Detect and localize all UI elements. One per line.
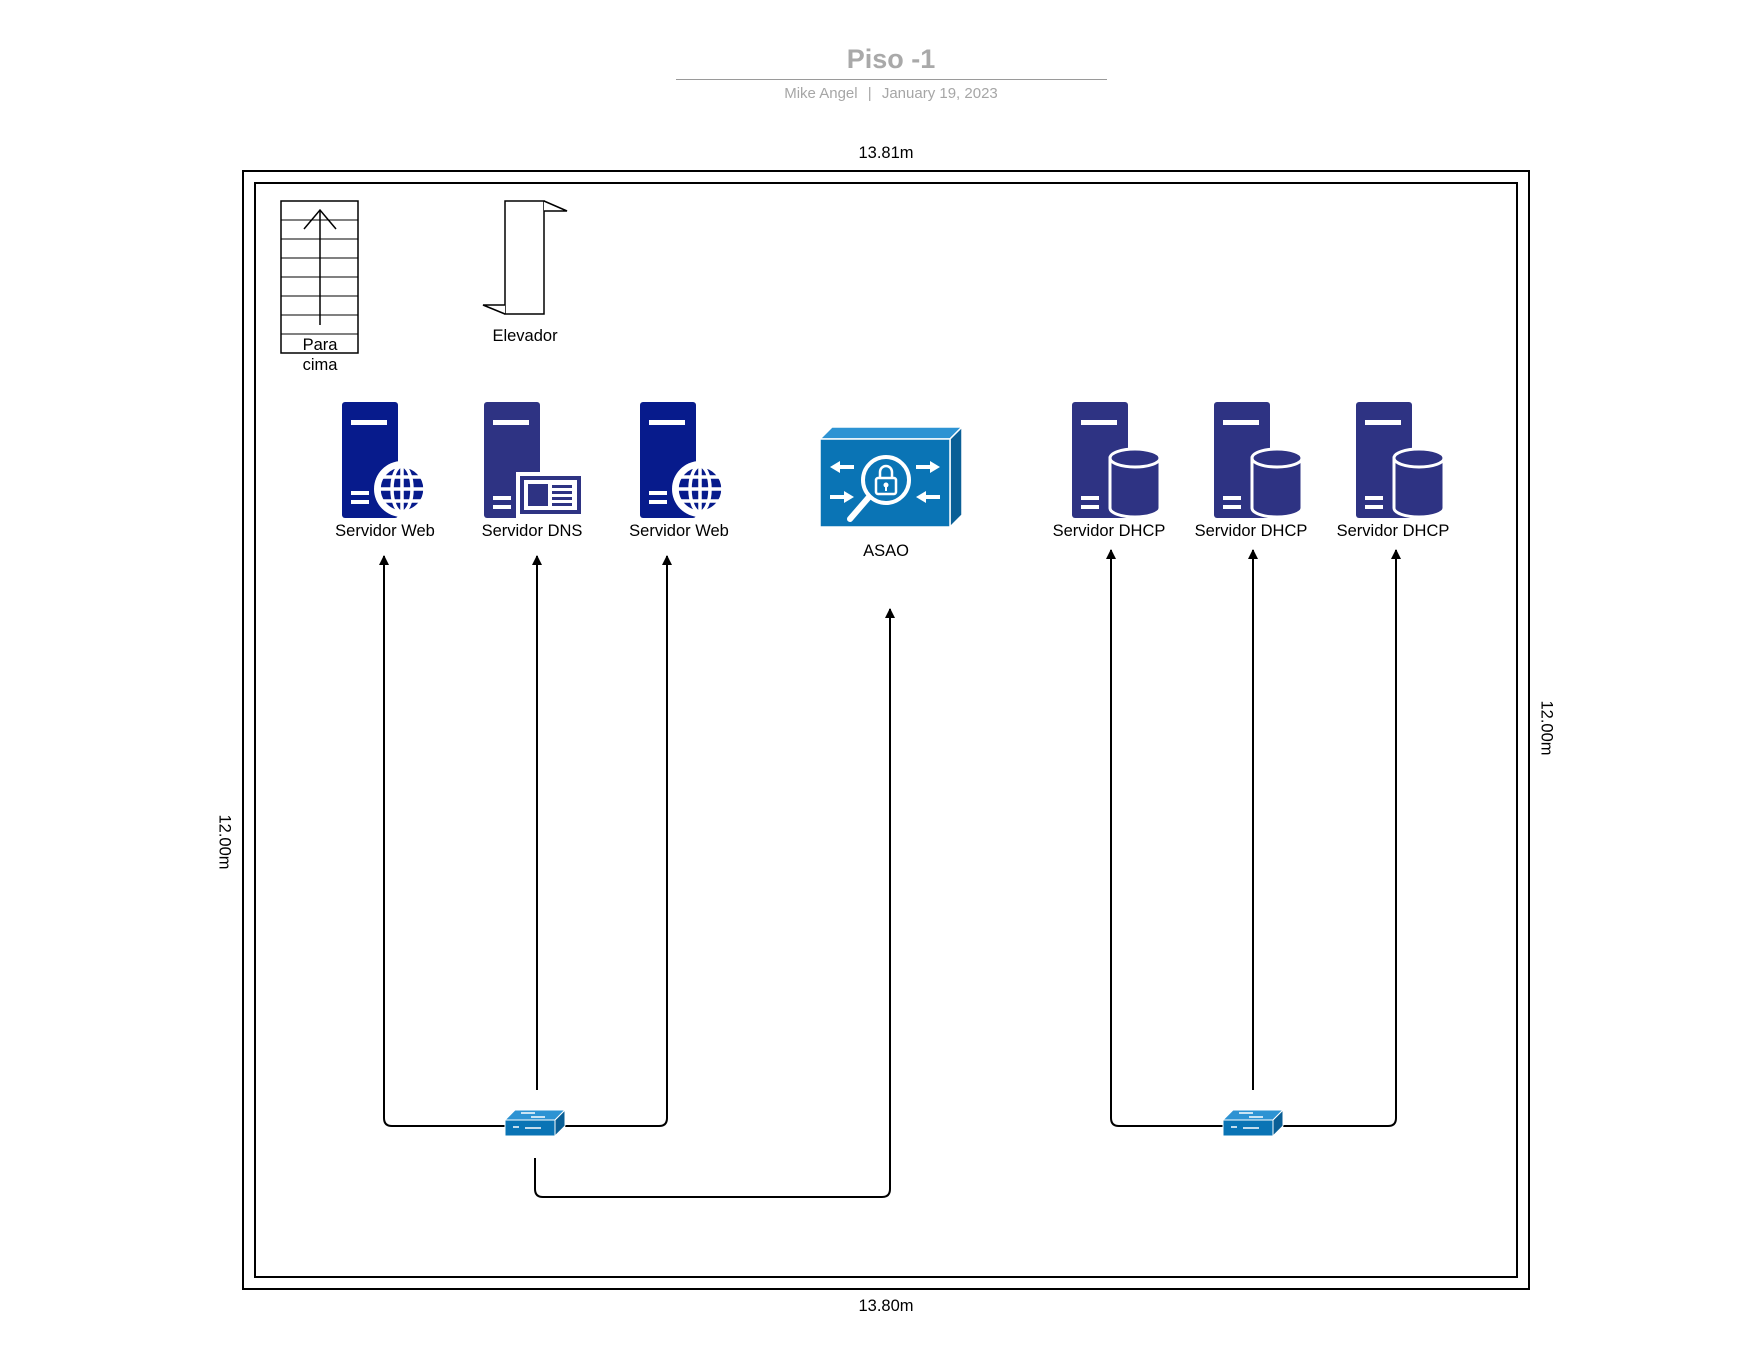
inner-wall [254, 182, 1518, 1278]
link-switch1-web2 [565, 555, 672, 1127]
title-underline [676, 79, 1107, 80]
device-label-web1: Servidor Web [335, 522, 435, 540]
stairs-label-line1: Para [302, 336, 338, 354]
dimension-bottom: 13.80m [858, 1297, 914, 1315]
database-server-icon [1072, 402, 1162, 519]
dimension-top: 13.81m [858, 144, 914, 162]
author: Mike Angel [784, 85, 858, 102]
stairs-label-line2: cima [302, 356, 338, 374]
device-label-web2: Servidor Web [629, 522, 729, 540]
link-switch2-dhcp3 [1283, 549, 1401, 1127]
document-meta: Mike Angel | January 19, 2023 [676, 85, 1106, 102]
link-switch1-web1 [379, 555, 505, 1127]
device-label-dns: Servidor DNS [481, 522, 583, 540]
stairs [280, 200, 359, 354]
device-label-dhcp1: Servidor DHCP [1052, 522, 1166, 540]
link-switch2-dhcp1 [1106, 549, 1223, 1127]
dns-server-icon [484, 402, 585, 518]
switch-icon [503, 1108, 567, 1138]
device-label-dhcp2: Servidor DHCP [1194, 522, 1308, 540]
database-server-icon [1356, 402, 1446, 519]
database-server-icon [1214, 402, 1304, 519]
page-title: Piso -1 [846, 44, 936, 74]
outer-wall [242, 170, 1530, 1290]
meta-separator: | [867, 85, 872, 102]
web-server-icon [342, 402, 430, 518]
device-label-dhcp3: Servidor DHCP [1336, 522, 1450, 540]
link-switch1-asa [534, 608, 895, 1198]
device-label-asa: ASAO [863, 542, 909, 560]
connectors [379, 549, 1401, 1198]
web-server-icon [640, 402, 728, 518]
dimension-right: 12.00m [1537, 700, 1556, 756]
elevator [482, 200, 568, 315]
elevator-label: Elevador [492, 327, 558, 345]
date: January 19, 2023 [881, 85, 998, 102]
dimension-left: 12.00m [215, 814, 234, 870]
switch-icon [1221, 1108, 1285, 1138]
firewall-asa-icon [818, 425, 964, 529]
